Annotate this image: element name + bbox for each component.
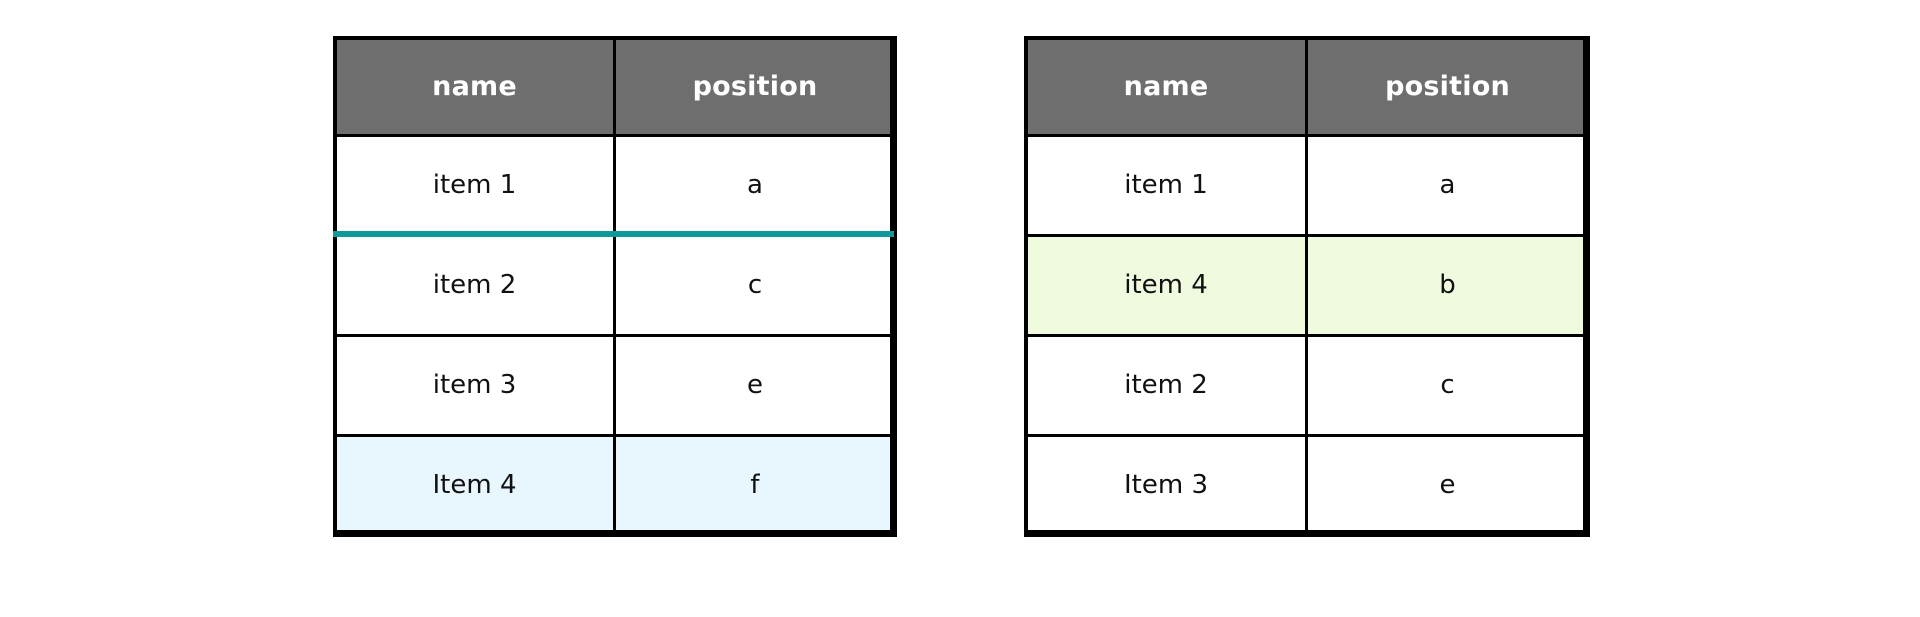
cell-name[interactable]: item 3 <box>333 334 616 437</box>
cell-position[interactable]: c <box>1305 334 1590 437</box>
cell-name[interactable]: item 1 <box>333 134 616 237</box>
header-row: name position <box>1024 36 1590 137</box>
cell-position[interactable]: e <box>1305 434 1590 537</box>
cell-position[interactable]: a <box>613 134 897 237</box>
cell-name[interactable]: item 2 <box>333 234 616 337</box>
after-table-head: name position <box>1024 36 1590 137</box>
header-row: name position <box>333 36 897 137</box>
cell-name[interactable]: Item 3 <box>1024 434 1308 537</box>
column-header-name[interactable]: name <box>333 36 616 137</box>
cell-name[interactable]: item 1 <box>1024 134 1308 237</box>
cell-position[interactable]: e <box>613 334 897 437</box>
cell-name[interactable]: Item 4 <box>333 434 616 537</box>
cell-name[interactable]: item 4 <box>1024 234 1308 337</box>
column-header-position[interactable]: position <box>1305 36 1590 137</box>
cell-position[interactable]: a <box>1305 134 1590 237</box>
before-table-head: name position <box>333 36 897 137</box>
cell-name[interactable]: item 2 <box>1024 334 1308 437</box>
column-header-position[interactable]: position <box>613 36 897 137</box>
cell-position[interactable]: b <box>1305 234 1590 337</box>
cell-position[interactable]: f <box>613 434 897 537</box>
cell-position[interactable]: c <box>613 234 897 337</box>
column-header-name[interactable]: name <box>1024 36 1308 137</box>
